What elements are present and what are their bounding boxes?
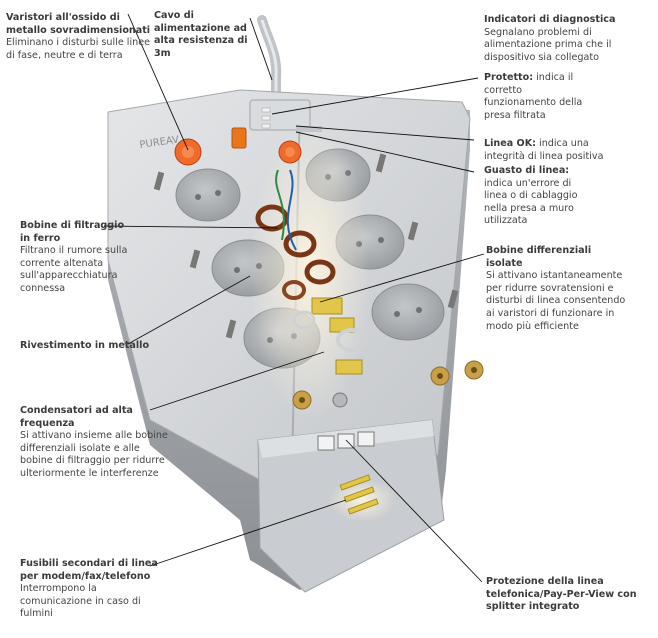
callout-title: Cavo di alimentazione ad alta resistenza… (154, 10, 248, 59)
callout-fusibili: Fusibili secondari di linea per modem/fa… (20, 558, 160, 621)
callout-title: Bobine differenziali isolate (486, 245, 592, 269)
coax-connectors (292, 360, 484, 410)
callout-protezione-tel: Protezione della linea telefonica/Pay-Pe… (486, 576, 644, 614)
capacitors (292, 297, 368, 375)
brand-logo: PUREAV (139, 135, 180, 151)
callout-body: Eliminano i disturbi sulle linee di fase… (6, 37, 150, 61)
callout-title: Rivestimento in metallo (20, 340, 150, 351)
callout-cavo: Cavo di alimentazione ad alta resistenza… (154, 10, 254, 60)
callout-rivestimento: Rivestimento in metallo (20, 340, 150, 353)
power-switch (231, 127, 247, 149)
callout-body: indica un'errore di linea o di cablaggio… (484, 177, 578, 227)
callout-title: Bobine di filtraggio in ferro (20, 220, 125, 244)
callout-bobine-differenziali: Bobine differenziali isolate Si attivano… (486, 245, 628, 333)
callout-bobine-filtraggio: Bobine di filtraggio in ferro Filtrano i… (20, 220, 132, 296)
callout-title: Fusibili secondari di linea per modem/fa… (20, 558, 158, 582)
callout-title: Condensatori ad alta frequenza (20, 405, 133, 429)
callout-indicatori: Indicatori di diagnostica Segnalano prob… (484, 14, 624, 64)
callout-body: indica una integrità di linea positiva (484, 138, 604, 162)
callout-body: Si attivano istantaneamente per ridurre … (486, 270, 626, 332)
filter-coils (255, 204, 336, 300)
callout-body: Si attivano insieme alle bobine differen… (20, 430, 168, 479)
fuses (328, 474, 396, 522)
callout-body: Segnalano problemi di alimentazione prim… (484, 26, 612, 63)
callout-body: Interrompono la comunicazione in caso di… (20, 583, 141, 620)
callout-body: indica il corretto funzionamento della p… (484, 72, 583, 121)
varistors (174, 138, 302, 166)
callout-title: Varistori all'ossido di metallo sovradim… (6, 12, 151, 36)
callout-title: Protetto: (484, 72, 534, 83)
indicator-panel (249, 99, 311, 131)
callout-title: Linea OK: (484, 138, 536, 149)
callout-protetto: Protetto: indica il corretto funzionamen… (484, 72, 594, 122)
callout-title: Guasto di linea: (484, 165, 570, 176)
callout-title: Indicatori di diagnostica (484, 14, 616, 25)
leader-lines (103, 13, 485, 583)
callout-condensatori: Condensatori ad alta frequenza Si attiva… (20, 405, 170, 481)
callout-linea-ok: Linea OK: indica una integrità di linea … (484, 138, 614, 163)
callout-body: Filtrano il rumore sulla corrente altena… (20, 245, 128, 294)
internal-cutaway (250, 120, 370, 420)
callout-guasto: Guasto di linea: indica un'errore di lin… (484, 165, 596, 228)
callout-title: Protezione della linea telefonica/Pay-Pe… (486, 576, 637, 613)
callout-varistori: Varistori all'ossido di metallo sovradim… (6, 12, 151, 62)
